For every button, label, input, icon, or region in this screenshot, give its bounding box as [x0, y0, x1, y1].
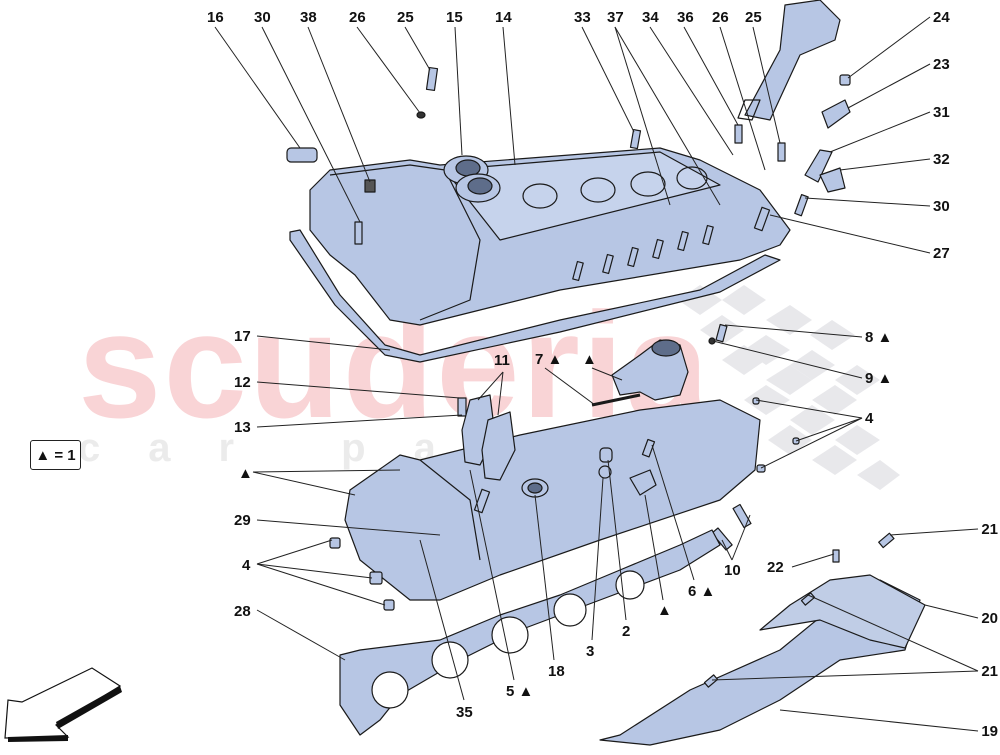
callout-6: 6 ▲ — [688, 583, 716, 600]
callout-26: 26 — [349, 9, 366, 26]
callout-32: 32 — [933, 151, 950, 168]
leader-lines — [214, 16, 979, 732]
callout-4: 4 — [865, 410, 874, 427]
callout-33: 33 — [574, 9, 591, 26]
callout-31: 31 — [933, 104, 950, 121]
callout-21: 21 — [981, 521, 998, 538]
callout-9: 9 ▲ — [865, 370, 893, 387]
legend-quantity-key: ▲ = 1 — [30, 440, 81, 470]
callout-15: 15 — [446, 9, 463, 26]
callout-35: 35 — [456, 704, 473, 721]
callout-24: 24 — [933, 9, 950, 26]
callout-triangle: ▲ — [657, 602, 672, 619]
valve-cover — [309, 147, 791, 326]
callout-17: 17 — [234, 328, 251, 345]
cam-housing — [591, 339, 689, 407]
vvt-solenoids — [461, 394, 516, 481]
callout-22: 22 — [767, 559, 784, 576]
callout-12: 12 — [234, 374, 251, 391]
callout-10: 10 — [724, 562, 741, 579]
cylinder-head — [344, 397, 761, 601]
callout-25: 25 — [397, 9, 414, 26]
callout-37: 37 — [607, 9, 624, 26]
callout-30: 30 — [933, 198, 950, 215]
callout-25: 25 — [745, 9, 762, 26]
callout-16: 16 — [207, 9, 224, 26]
callout-3: 3 — [586, 643, 595, 660]
callout-18: 18 — [548, 663, 565, 680]
front-direction-arrow — [4, 667, 122, 742]
callout-28: 28 — [234, 603, 251, 620]
callout-27: 27 — [933, 245, 950, 262]
callout-38: 38 — [300, 9, 317, 26]
callout-triangle: ▲ — [238, 465, 253, 482]
callout-19: 19 — [981, 723, 998, 740]
callout-11: 11 — [494, 352, 510, 369]
cover-gasket — [289, 229, 781, 363]
callout-34: 34 — [642, 9, 659, 26]
callout-14: 14 — [495, 9, 512, 26]
callout-5: 5 ▲ — [506, 683, 534, 700]
callout-triangle: ▲ — [582, 351, 597, 368]
callout-13: 13 — [234, 419, 251, 436]
ignition-coil — [737, 0, 841, 121]
callout-8: 8 ▲ — [865, 329, 893, 346]
callout-26: 26 — [712, 9, 729, 26]
callout-36: 36 — [677, 9, 694, 26]
callout-29: 29 — [234, 512, 251, 529]
callout-30: 30 — [254, 9, 271, 26]
callout-20: 20 — [981, 610, 998, 627]
callout-23: 23 — [933, 56, 950, 73]
callout-2: 2 — [622, 623, 631, 640]
callout-7: 7 ▲ — [535, 351, 563, 368]
callout-4: 4 — [242, 557, 251, 574]
callout-21: 21 — [981, 663, 998, 680]
